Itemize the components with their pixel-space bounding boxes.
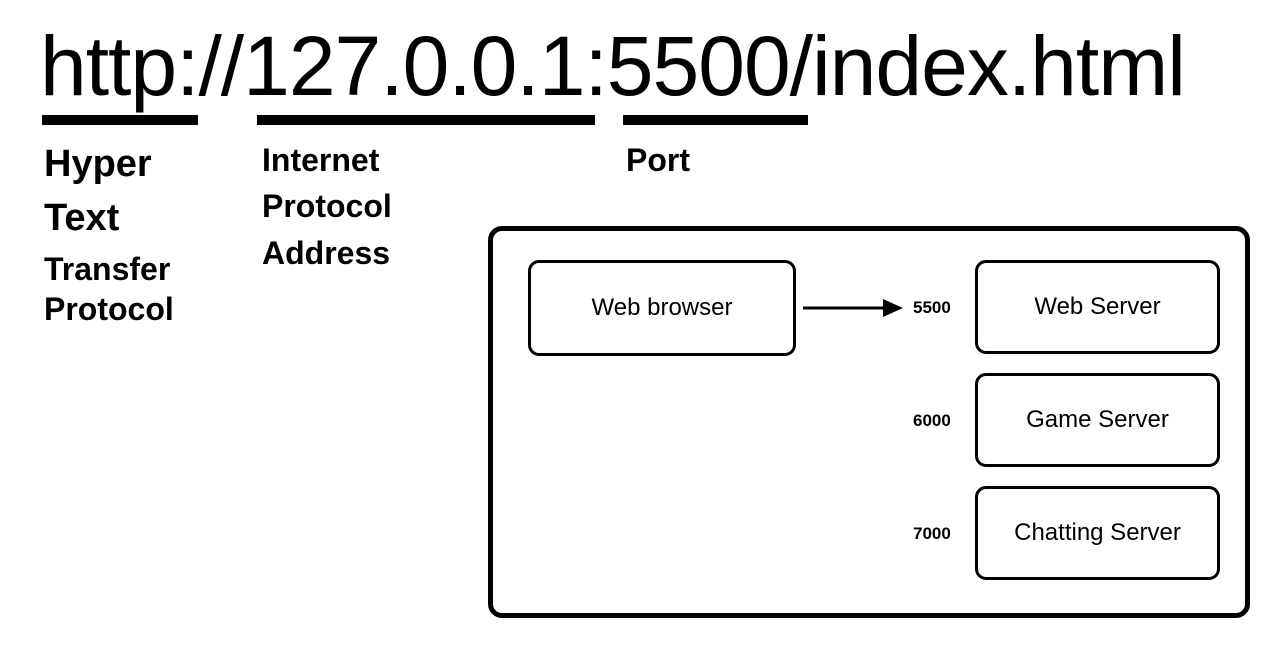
chatting-server-label: Chatting Server	[1014, 519, 1181, 546]
scheme-label-text: Text	[44, 197, 120, 239]
game-server-label: Game Server	[1026, 406, 1169, 433]
url-port: 5500	[606, 19, 791, 113]
port-number-game: 6000	[913, 411, 951, 430]
port-underline	[623, 115, 808, 125]
host-label-internet: Internet	[262, 142, 380, 178]
scheme-label-hyper: Hyper	[44, 143, 152, 185]
web-browser-label: Web browser	[591, 294, 733, 321]
host-underline	[257, 115, 595, 125]
url-path: /index.html	[789, 19, 1186, 113]
host-label-address: Address	[262, 235, 391, 271]
web-server-label: Web Server	[1034, 293, 1161, 320]
scheme-label-protocol: Protocol	[44, 291, 174, 327]
url-text: http://127.0.0.1:5500/index.html	[40, 18, 1186, 114]
scheme-label-transfer: Transfer	[44, 251, 171, 287]
chatting-server-node: Chatting Server	[975, 486, 1220, 580]
port-number-chat: 7000	[913, 524, 951, 543]
web-browser-node: Web browser	[528, 260, 796, 356]
scheme-underline	[42, 115, 198, 125]
request-arrow	[803, 299, 903, 317]
web-server-node: Web Server	[975, 260, 1220, 354]
port-number-web: 5500	[913, 298, 951, 317]
port-label: Port	[626, 142, 690, 178]
game-server-node: Game Server	[975, 373, 1220, 467]
url-scheme-separator: ://	[176, 19, 244, 113]
url-port-colon: :	[584, 19, 607, 113]
url-host: 127.0.0.1	[243, 19, 585, 113]
host-label-protocol: Protocol	[262, 188, 392, 224]
computer-frame	[488, 226, 1250, 618]
url-scheme: http	[40, 19, 177, 113]
